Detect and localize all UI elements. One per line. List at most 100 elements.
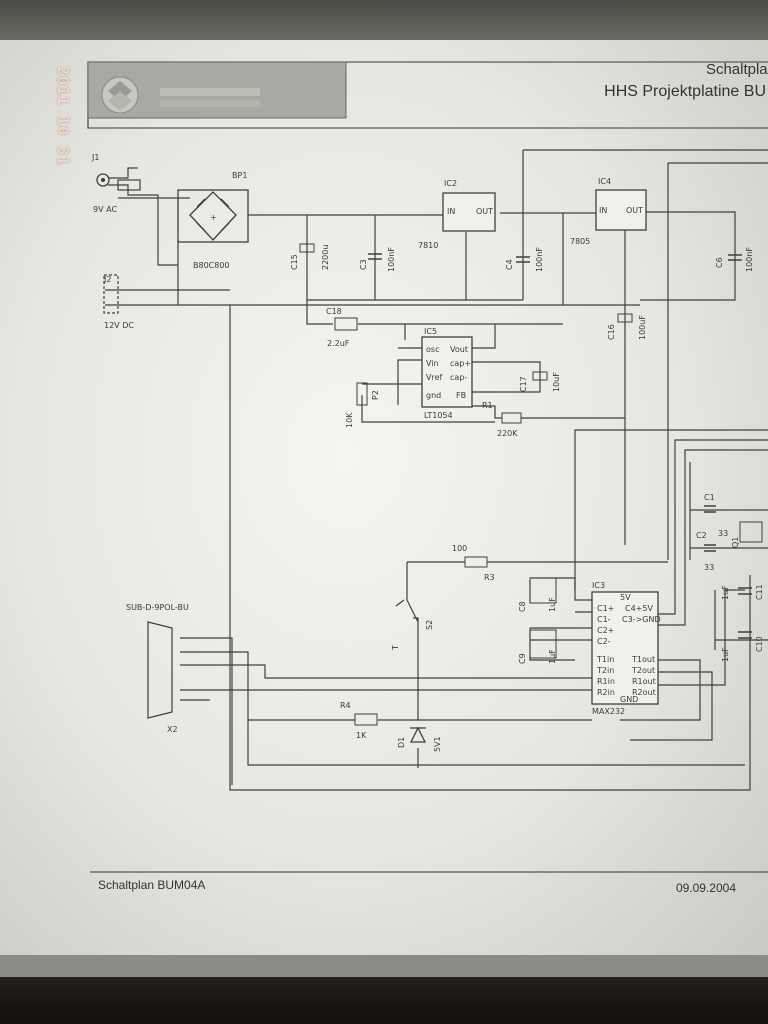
svg-text:cap-: cap- <box>450 373 467 382</box>
capacitor-c4: C4 100nF <box>505 247 544 272</box>
footer-block: Schaltplan BUM04A 09.09.2004 <box>90 871 768 895</box>
svg-text:Q1: Q1 <box>731 537 740 548</box>
svg-text:C2: C2 <box>696 531 707 540</box>
svg-text:C3: C3 <box>359 259 368 270</box>
footer-drawing-name: Schaltplan BUM04A <box>98 878 205 892</box>
svg-text:C8: C8 <box>518 601 527 612</box>
svg-text:33: 33 <box>718 529 728 538</box>
capacitor-c18: C18 2.2uF <box>326 307 358 348</box>
chip-ic3-max232: IC3 5V C1+ C4+5V C1- C3->GND C2+ C2- T1i… <box>591 581 661 716</box>
svg-text:C11: C11 <box>755 584 764 600</box>
svg-text:Vref: Vref <box>426 373 443 382</box>
logo-icon <box>101 76 139 114</box>
svg-text:LT1054: LT1054 <box>424 411 453 420</box>
svg-text:Vin: Vin <box>426 359 439 368</box>
paper-bottom-edge <box>0 955 768 977</box>
svg-text:2.2uF: 2.2uF <box>327 339 350 348</box>
svg-text:2200u: 2200u <box>321 245 330 270</box>
svg-text:cap+: cap+ <box>450 359 471 368</box>
svg-text:5V1: 5V1 <box>433 736 442 752</box>
svg-text:220K: 220K <box>497 429 518 438</box>
capacitor-c6: C6 100nF <box>715 247 754 272</box>
svg-text:T1out: T1out <box>631 655 655 664</box>
svg-text:10K: 10K <box>345 412 354 428</box>
svg-text:7805: 7805 <box>570 237 590 246</box>
wiring <box>105 149 768 791</box>
svg-text:X2: X2 <box>167 725 178 734</box>
svg-text:C3->GND: C3->GND <box>622 615 661 624</box>
resistor-r4: R4 1K <box>340 701 378 740</box>
title-block: Schaltplan HHS Projektplatine BU <box>87 61 768 129</box>
svg-text:FB: FB <box>456 391 466 400</box>
potentiometer-p2: P2 10K <box>345 382 380 428</box>
connector-j2: J2 12V DC <box>103 274 134 330</box>
footer-date: 09.09.2004 <box>676 881 736 895</box>
svg-text:R2in: R2in <box>597 688 615 697</box>
svg-text:P2: P2 <box>371 390 380 400</box>
svg-text:IN: IN <box>447 207 455 216</box>
svg-text:MAX232: MAX232 <box>592 707 625 716</box>
svg-text:10uF: 10uF <box>552 372 561 392</box>
label-t: T <box>391 645 400 651</box>
svg-text:5V: 5V <box>620 593 631 602</box>
svg-text:C17: C17 <box>519 376 528 392</box>
svg-text:100nF: 100nF <box>535 247 544 272</box>
capacitor-c8: C8 1uF <box>518 577 557 612</box>
svg-text:R1in: R1in <box>597 677 615 686</box>
svg-text:C10: C10 <box>755 636 764 652</box>
svg-text:100nF: 100nF <box>387 247 396 272</box>
svg-text:C4: C4 <box>505 259 514 270</box>
svg-text:osc: osc <box>426 345 439 354</box>
resistor-r1: R1 220K <box>482 401 522 438</box>
sheet-subtitle: HHS Projektplatine BU <box>604 83 766 100</box>
svg-text:T2in: T2in <box>596 666 614 675</box>
resistor-r3: 100 R3 <box>452 544 495 582</box>
label-bridge: B80C800 <box>193 261 230 270</box>
regulator-ic4: IC4 IN OUT 7805 <box>570 177 647 246</box>
svg-text:T2out: T2out <box>631 666 655 675</box>
svg-text:gnd: gnd <box>426 391 441 400</box>
capacitor-c15: C15 2200u <box>290 243 330 270</box>
svg-text:D1: D1 <box>397 737 406 748</box>
svg-text:R4: R4 <box>340 701 351 710</box>
bridge-rectifier-bp1 <box>177 189 249 243</box>
svg-text:C16: C16 <box>607 324 616 340</box>
svg-text:IC3: IC3 <box>592 581 605 590</box>
label-12vdc: 12V DC <box>104 321 134 330</box>
plus-sign: + <box>210 213 217 222</box>
svg-text:C1-: C1- <box>597 615 611 624</box>
svg-text:IC5: IC5 <box>424 327 437 336</box>
svg-text:IN: IN <box>599 206 607 215</box>
svg-text:1uF: 1uF <box>721 647 730 662</box>
switch-s2 <box>395 599 419 626</box>
label-j1: J1 <box>91 153 99 162</box>
svg-text:1uF: 1uF <box>548 597 557 612</box>
label-9vac: 9V AC <box>93 205 117 214</box>
svg-text:1uF: 1uF <box>721 585 730 600</box>
svg-text:IC4: IC4 <box>598 177 611 186</box>
chip-ic5-lt1054: IC5 osc Vout Vin cap+ Vref cap- gnd FB L… <box>421 327 473 420</box>
capacitor-c17: C17 10uF <box>519 371 561 392</box>
capacitor-c3: C3 100nF <box>359 247 396 272</box>
capacitor-c9: C9 1uF <box>518 629 557 664</box>
svg-text:100: 100 <box>452 544 467 553</box>
svg-text:R1out: R1out <box>632 677 656 686</box>
label-j2: J2 <box>103 275 111 284</box>
svg-text:SUB-D-9POL-BU: SUB-D-9POL-BU <box>126 603 189 612</box>
svg-text:C2-: C2- <box>597 637 611 646</box>
svg-text:C2+: C2+ <box>597 626 614 635</box>
regulator-ic2: IC2 IN OUT 7810 <box>418 179 496 250</box>
sheet-title: Schaltplan <box>706 61 768 78</box>
svg-text:100nF: 100nF <box>745 247 754 272</box>
svg-text:C15: C15 <box>290 254 299 270</box>
svg-text:33: 33 <box>704 563 714 572</box>
svg-text:OUT: OUT <box>476 207 493 216</box>
svg-text:R3: R3 <box>484 573 495 582</box>
svg-text:GND: GND <box>620 695 638 704</box>
svg-text:C1: C1 <box>704 493 715 502</box>
svg-text:7810: 7810 <box>418 241 438 250</box>
svg-text:1K: 1K <box>356 731 367 740</box>
svg-text:C1+: C1+ <box>597 604 614 613</box>
